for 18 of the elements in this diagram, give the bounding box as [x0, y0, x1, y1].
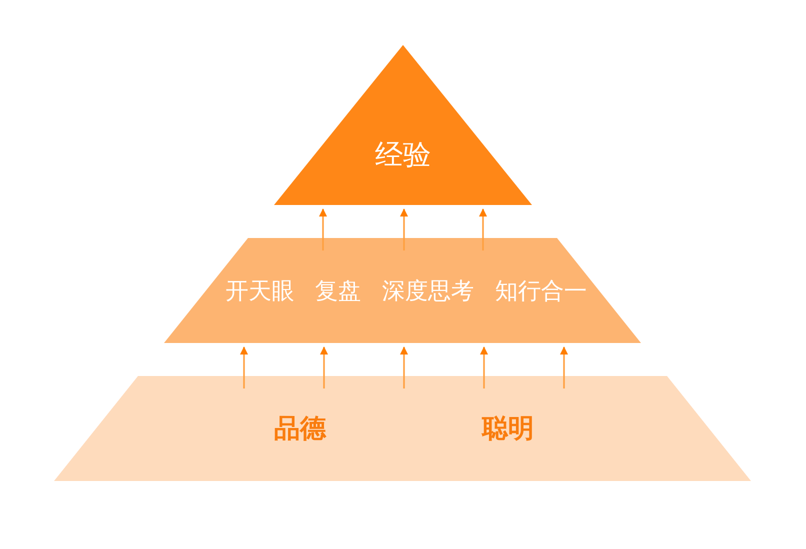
arrow — [560, 346, 568, 388]
arrow — [479, 208, 487, 250]
tier-label: 开天眼 — [226, 280, 294, 304]
pyramid-tier — [164, 238, 641, 343]
tier-label: 深度思考 — [382, 280, 474, 304]
arrow — [480, 346, 488, 388]
tier-label: 聪明 — [482, 416, 534, 442]
tier-label: 复盘 — [315, 280, 361, 304]
arrow — [400, 346, 408, 388]
arrow — [400, 208, 408, 250]
arrow — [320, 346, 328, 388]
pyramid-apex — [274, 45, 532, 205]
pyramid-tier — [54, 376, 751, 481]
tier-label: 知行合一 — [495, 280, 587, 304]
apex-label: 经验 — [375, 141, 431, 169]
arrow — [240, 346, 248, 388]
tier-label: 品德 — [274, 416, 326, 442]
arrow — [319, 208, 327, 250]
